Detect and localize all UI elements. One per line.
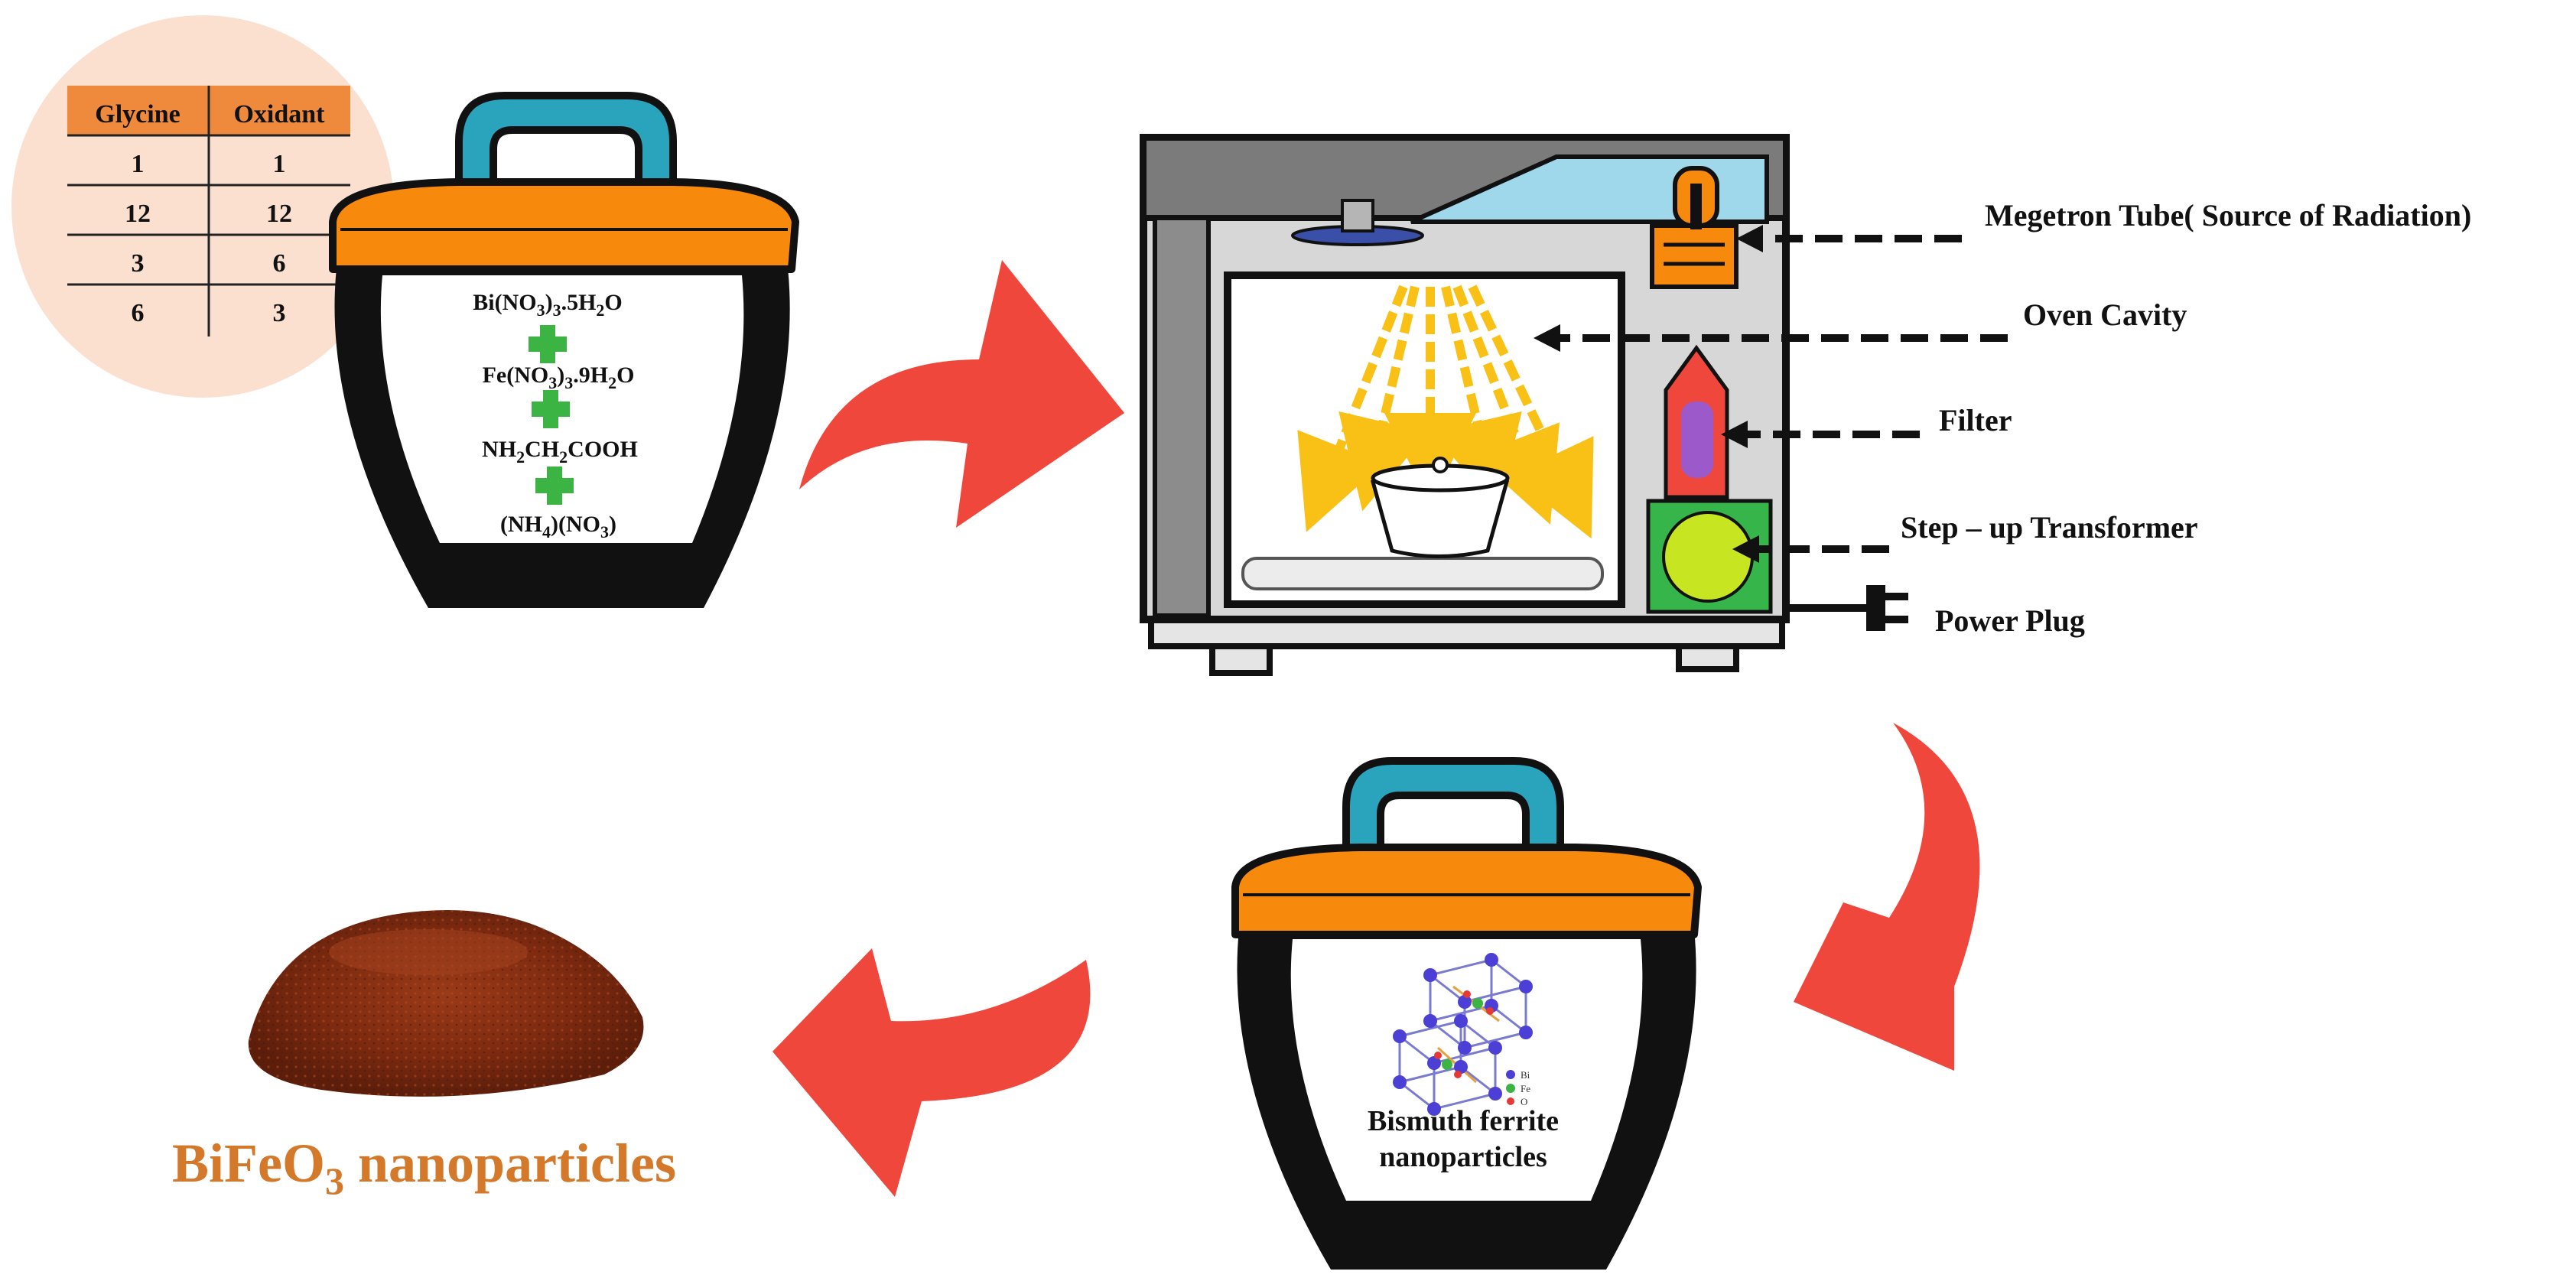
pot-handle (1342, 757, 1564, 857)
table-cell: 3 (273, 299, 286, 327)
pot-lid (329, 178, 799, 273)
oven-tray (1241, 557, 1604, 590)
table-cell: 12 (266, 200, 292, 228)
power-plug-icon (1782, 585, 1908, 631)
ratio-table: Glycine Oxidant 1 1 12 12 3 6 6 3 (11, 15, 394, 398)
legend-o: O (1521, 1096, 1527, 1107)
precursor-ammonium-nitrate: (NH4)(NO3) (500, 512, 616, 541)
magnetron-tube (1650, 166, 1738, 289)
arrow-to-oven (799, 260, 1124, 528)
reactant-pot: Bi(NO3)3.5H2O Fe(NO3)3.9H2O NH2CH2COOH (… (329, 92, 799, 608)
plus-icon (529, 325, 567, 363)
plus-icon (535, 467, 574, 505)
table-cell: 1 (273, 150, 286, 178)
precursor-glycine: NH2CH2COOH (482, 437, 638, 467)
label-power-plug: Power Plug (1935, 603, 2085, 638)
product-label-line2: nanoparticles (1379, 1141, 1547, 1173)
microwave-radiation (1297, 284, 1594, 539)
final-product-label: BiFeO3 nanoparticles (172, 1133, 676, 1202)
pot-lid (1231, 844, 1702, 938)
label-magnetron: Megetron Tube( Source of Radiation) (1985, 198, 2471, 232)
table-cell: 6 (132, 299, 145, 327)
plus-icon (532, 390, 570, 428)
table-cell: 6 (273, 249, 286, 278)
legend-fe: Fe (1521, 1083, 1530, 1094)
table-header-cell-oxidant (209, 86, 350, 135)
microwave-oven (1140, 134, 1908, 676)
table-cell: 3 (132, 249, 145, 278)
oven-door-hinge (1153, 216, 1211, 618)
legend-bi: Bi (1521, 1069, 1530, 1081)
bifeo3-powder-image (248, 910, 644, 1097)
table-header-cell-glycine (67, 86, 209, 135)
label-pointers (1560, 235, 2008, 553)
arrow-to-powder (772, 948, 1091, 1197)
table-cell: 1 (132, 150, 145, 178)
label-transformer: Step – up Transformer (1901, 510, 2198, 545)
precursor-iron-nitrate: Fe(NO3)3.9H2O (483, 363, 635, 392)
arrow-to-product-pot (1794, 723, 1980, 1071)
label-pointer-heads (1534, 225, 1763, 563)
table-header-oxidant: Oxidant (233, 100, 325, 128)
precursor-bismuth-nitrate: Bi(NO3)3.5H2O (473, 290, 623, 320)
pot-handle (455, 92, 677, 191)
label-oven-cavity: Oven Cavity (2023, 297, 2187, 332)
table-cell: 12 (125, 200, 151, 228)
filter (1664, 344, 1729, 499)
product-pot: Bi Fe O Bismuth ferrite nanoparticles (1231, 757, 1702, 1270)
label-filter: Filter (1939, 403, 2012, 437)
table-header-glycine: Glycine (95, 100, 180, 128)
product-label-line1: Bismuth ferrite (1368, 1105, 1559, 1137)
crystal-structure-icon: Bi Fe O (1393, 953, 1533, 1116)
